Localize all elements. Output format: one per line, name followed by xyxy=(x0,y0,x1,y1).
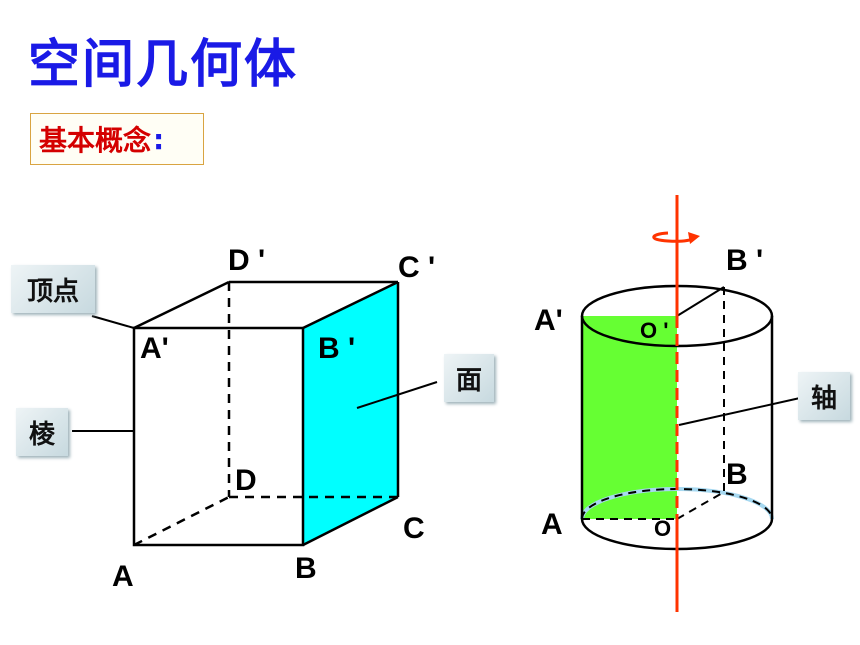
label-cyl-A: A xyxy=(541,508,563,541)
label-A: A xyxy=(112,560,134,593)
label-C: C xyxy=(403,512,425,545)
label-cyl-A1: A' xyxy=(534,304,563,337)
tag-axis: 轴 xyxy=(798,372,850,420)
prism-side-face xyxy=(303,282,398,545)
label-cyl-O1: O ' xyxy=(640,318,668,343)
axial-section xyxy=(582,316,677,519)
edge-A1D1 xyxy=(133,280,230,330)
label-D: D xyxy=(235,464,257,497)
label-cyl-B1: B ' xyxy=(726,244,763,277)
tag-edge: 棱 xyxy=(16,408,68,456)
prism xyxy=(132,280,400,547)
label-B1: B ' xyxy=(318,332,355,365)
face-pointer xyxy=(356,381,438,409)
concept-box: 基本概念: xyxy=(30,113,204,165)
axis-pointer xyxy=(678,397,801,426)
tag-vertex: 顶点 xyxy=(11,265,95,313)
label-cyl-O: O xyxy=(654,516,671,541)
vertex-pointer xyxy=(91,315,135,329)
prism-pointers xyxy=(72,315,438,432)
label-D1: D ' xyxy=(228,244,265,277)
edge-BC xyxy=(302,495,399,547)
hidden-edge-AD xyxy=(133,495,230,547)
radius-bottom xyxy=(676,491,725,520)
rotation-arrowhead-icon xyxy=(688,232,700,244)
label-C1: C ' xyxy=(398,251,435,284)
prism-front-face xyxy=(132,326,305,547)
edge-B1C1 xyxy=(302,280,399,330)
label-A1: A' xyxy=(140,332,169,365)
tag-face: 面 xyxy=(444,354,494,402)
radius-top xyxy=(676,286,725,317)
concept-colon: : xyxy=(153,122,165,156)
concept-label: 基本概念 xyxy=(39,124,152,157)
label-cyl-B: B xyxy=(726,458,748,491)
label-B: B xyxy=(295,552,317,585)
page-title: 空间几何体 xyxy=(28,35,299,95)
rotation-arrow-icon xyxy=(652,231,696,243)
cylinder xyxy=(580,195,801,612)
